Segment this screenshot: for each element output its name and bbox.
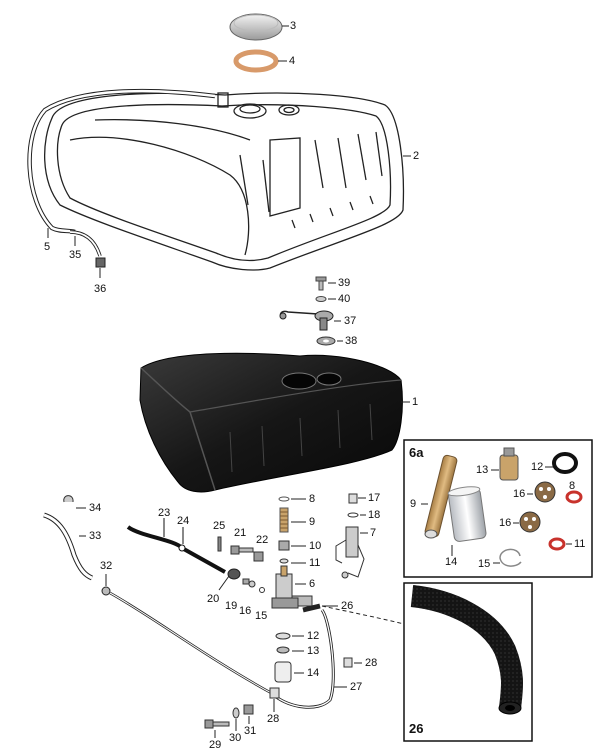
clamp-28b [269, 687, 280, 712]
label-8: 8 [309, 493, 316, 505]
sender-gasket-38 [316, 336, 343, 346]
label-31: 31 [244, 725, 257, 737]
bowl-14 [274, 661, 304, 683]
fuel-sender-37 [279, 310, 341, 331]
label-18: 18 [368, 509, 381, 521]
label-12: 12 [307, 630, 320, 642]
label-16: 16 [239, 605, 252, 617]
rod-23 [126, 518, 226, 574]
inset-label-14: 14 [445, 556, 458, 568]
clip-34 [63, 495, 86, 509]
label-35: 35 [69, 249, 82, 261]
gasket-8 [278, 496, 306, 502]
inset-label-11: 11 [574, 538, 586, 550]
inset-label-16a: 16 [513, 488, 526, 500]
label-24: 24 [177, 515, 190, 527]
hose-clamp-36 [95, 257, 106, 278]
nut-31 [243, 704, 254, 724]
inset-6a-title: 6a [409, 445, 424, 460]
label-14: 14 [307, 667, 320, 679]
label-17: 17 [368, 492, 381, 504]
label-30: 30 [229, 732, 242, 744]
label-23: 23 [158, 507, 171, 519]
washer-16 [248, 580, 256, 588]
label-13: 13 [307, 645, 320, 657]
inset-label-16b: 16 [499, 517, 512, 529]
inset-6a-parts [421, 447, 583, 567]
label-1: 1 [412, 396, 419, 408]
washer-30 [232, 707, 240, 731]
fuel-tank [139, 352, 410, 493]
label-21: 21 [234, 527, 247, 539]
cap-17 [348, 493, 366, 504]
gasket-12 [275, 632, 304, 640]
valve-7 [335, 526, 368, 579]
screw-39 [315, 276, 336, 291]
label-10: 10 [309, 540, 322, 552]
nut-22 [253, 551, 264, 562]
tank-line-drawing [44, 92, 411, 271]
lever-20 [218, 568, 241, 591]
braided-hose-26 [410, 585, 523, 715]
washer-11 [279, 558, 306, 564]
label-28b: 28 [267, 713, 280, 725]
label-28a: 28 [365, 657, 378, 669]
label-33: 33 [89, 530, 102, 542]
label-25: 25 [213, 520, 226, 532]
pin-25 [217, 536, 222, 552]
label-11: 11 [309, 557, 321, 569]
inset-label-15: 15 [478, 558, 491, 570]
fuel-line-32 [101, 574, 276, 697]
label-2: 2 [413, 150, 420, 162]
label-4: 4 [289, 55, 296, 67]
bolt-21 [230, 545, 254, 555]
seal-18 [347, 512, 366, 518]
cap-gasket [233, 49, 287, 73]
inset-label-8: 8 [569, 480, 576, 492]
clip-15 [259, 587, 265, 593]
label-5: 5 [44, 241, 51, 253]
fuel-tap-6 [271, 565, 313, 609]
label-26: 26 [341, 600, 354, 612]
label-38: 38 [345, 335, 358, 347]
fuel-line-27 [274, 609, 347, 709]
label-34: 34 [89, 502, 102, 514]
label-40: 40 [338, 293, 351, 305]
filter-13 [276, 646, 304, 654]
hose-33 [43, 512, 94, 581]
label-32: 32 [100, 560, 113, 572]
label-39: 39 [338, 277, 351, 289]
label-7: 7 [370, 527, 377, 539]
label-9: 9 [309, 516, 316, 528]
inset-26-title: 26 [409, 721, 424, 736]
label-6: 6 [309, 578, 316, 590]
label-3: 3 [290, 20, 297, 32]
washer-40 [315, 296, 336, 302]
label-27: 27 [350, 681, 363, 693]
inset-label-13: 13 [476, 464, 489, 476]
nut-10 [278, 540, 306, 551]
label-22: 22 [256, 534, 269, 546]
clamp-28a [343, 657, 362, 668]
bolt-29 [204, 719, 230, 738]
fuel-cap [229, 13, 289, 41]
inset-label-12: 12 [531, 461, 544, 473]
label-15: 15 [255, 610, 268, 622]
label-19: 19 [225, 600, 238, 612]
label-29: 29 [209, 739, 222, 751]
hose-26 [302, 603, 409, 626]
vent-hose [27, 88, 216, 257]
label-20: 20 [207, 593, 220, 605]
strainer-9 [279, 507, 306, 533]
label-37: 37 [344, 315, 357, 327]
spring-19 [242, 578, 250, 585]
label-36: 36 [94, 283, 107, 295]
inset-label-9: 9 [410, 498, 417, 510]
